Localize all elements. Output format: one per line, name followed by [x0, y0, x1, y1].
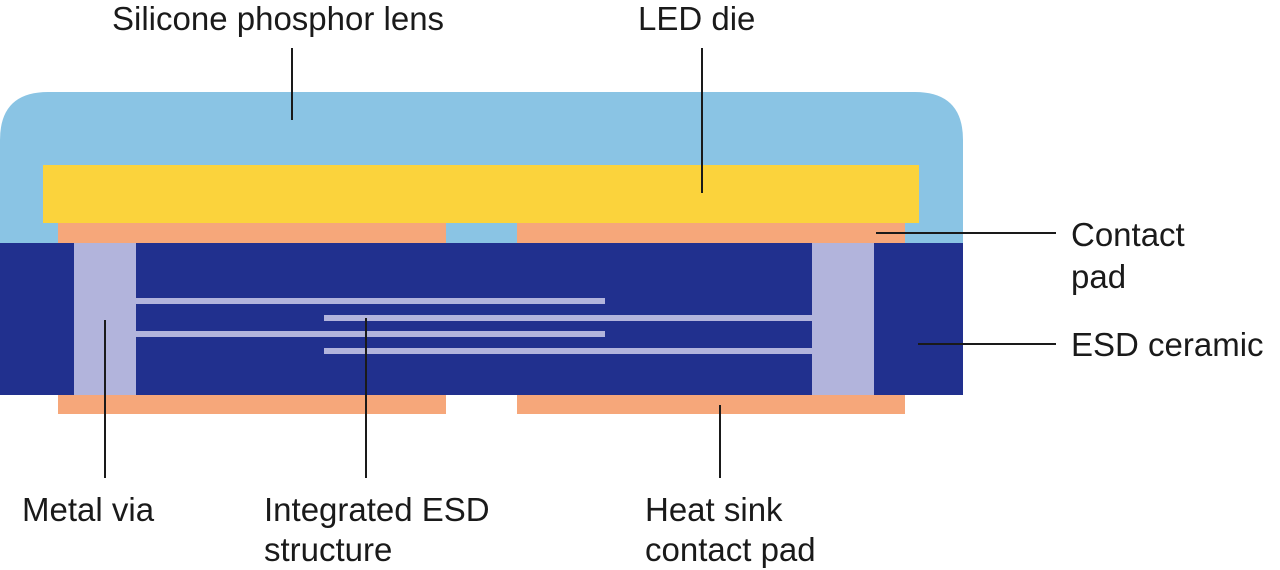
label-integrated-esd-line-1: Integrated ESD [264, 491, 490, 528]
bottom-pad-left [58, 395, 446, 414]
esd-electrode-4 [324, 348, 812, 354]
label-integrated-esd-line-2: structure [264, 531, 392, 568]
label-metal-via: Metal via [22, 491, 155, 528]
label-integrated-esd-structure: Integrated ESD structure [264, 491, 499, 568]
label-contact-pad-line-1: Contact [1071, 216, 1185, 253]
top-contact-pad-right [517, 223, 905, 243]
label-heat-sink-line-2: contact pad [645, 531, 816, 568]
esd-electrode-2 [324, 315, 812, 321]
label-esd-ceramic: ESD ceramic [1071, 326, 1264, 363]
esd-electrode-3 [136, 331, 605, 337]
label-contact-pad: Contact pad [1071, 216, 1194, 295]
label-contact-pad-line-2: pad [1071, 258, 1126, 295]
label-silicone-phosphor-lens: Silicone phosphor lens [112, 0, 444, 37]
esd-electrode-1 [136, 298, 605, 304]
led-die [43, 165, 919, 223]
bottom-pad-right [517, 395, 905, 414]
top-contact-pad-left [58, 223, 446, 243]
label-heat-sink-contact-pad: Heat sink contact pad [645, 491, 816, 568]
label-led-die: LED die [638, 0, 755, 37]
metal-via-right [812, 243, 874, 395]
label-heat-sink-line-1: Heat sink [645, 491, 783, 528]
